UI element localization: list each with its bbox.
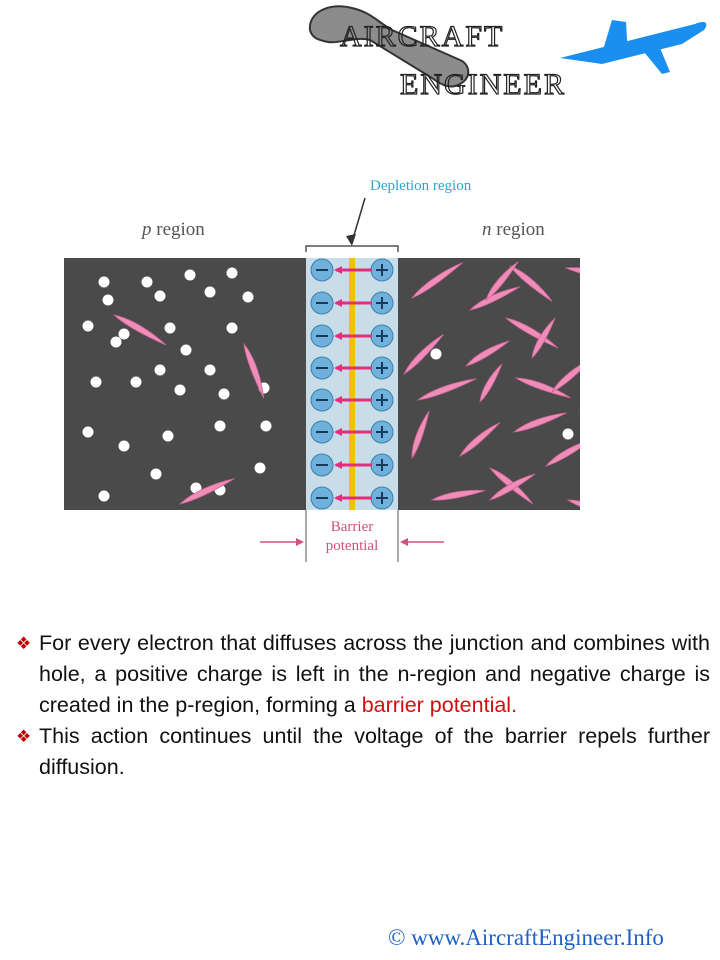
logo-line2: ENGINEER (400, 68, 566, 100)
barrier-arrowhead-right (400, 538, 408, 546)
electron-mark (410, 262, 464, 299)
electron-mark (411, 410, 430, 460)
field-arrow-head (334, 428, 342, 436)
hole-dot (164, 322, 176, 334)
field-arrow-head (334, 396, 342, 404)
hole-dot (226, 322, 238, 334)
bullet-text: For every electron that diffuses across … (39, 631, 710, 717)
hole-dot (154, 364, 166, 376)
hole-dot (98, 276, 110, 288)
electron-mark (178, 478, 235, 505)
electron-mark (243, 342, 265, 399)
depletion-pointer-head (346, 234, 356, 246)
junction-line (349, 258, 355, 510)
electron-mark (514, 377, 571, 399)
hole-dot (174, 384, 186, 396)
bullet-diamond-icon: ❖ (16, 634, 32, 653)
hole-dot (204, 364, 216, 376)
hole-dot (184, 269, 196, 281)
electron-mark (403, 334, 444, 376)
bullet-tail: . (511, 693, 518, 717)
hole-dot (242, 291, 254, 303)
hole-dot (130, 376, 142, 388)
electron-mark (459, 422, 501, 457)
bullet-text: This action continues until the voltage … (39, 724, 710, 779)
field-arrow-head (334, 332, 342, 340)
barrier-arrowhead-left (296, 538, 304, 546)
electron-mark (416, 378, 477, 401)
hole-dot (90, 376, 102, 388)
electron-mark (479, 363, 503, 404)
hole-dot (430, 348, 442, 360)
field-arrow-head (334, 364, 342, 372)
hole-dot (98, 490, 110, 502)
hole-dot (154, 290, 166, 302)
hole-dot (118, 440, 130, 452)
hole-dot (110, 336, 122, 348)
n-letter: n (482, 219, 492, 240)
hole-dot (150, 468, 162, 480)
hole-dot (260, 420, 272, 432)
p-region-label: p region (142, 219, 205, 241)
hole-dot (218, 388, 230, 400)
electron-mark (508, 265, 553, 302)
electron-mark (468, 286, 521, 311)
field-arrow-head (334, 299, 342, 307)
pn-junction-graphic (64, 197, 580, 562)
aircraft-engineer-logo: AIRCRAFT ENGINEER (308, 5, 707, 100)
electron-mark (464, 340, 510, 367)
n-region-word: region (491, 219, 545, 240)
hole-dot (562, 428, 574, 440)
field-arrow-head (334, 266, 342, 274)
hole-dot (214, 420, 226, 432)
bullet-highlight: barrier potential (361, 693, 512, 717)
hole-dot (180, 344, 192, 356)
hole-dot (82, 320, 94, 332)
electron-mark (112, 314, 167, 346)
n-region-label: n region (482, 219, 545, 241)
depletion-bracket (305, 245, 399, 252)
depletion-region-label: Depletion region (370, 178, 472, 194)
explanation-bullets: ❖ For every electron that diffuses across… (16, 628, 710, 783)
barrier-potential-label: Barrier potential (325, 519, 379, 554)
field-arrow-head (334, 494, 342, 502)
hole-dot (82, 426, 94, 438)
electron-mark (531, 317, 556, 360)
electron-mark (544, 438, 580, 467)
electron-mark (551, 358, 580, 393)
hole-dot (226, 267, 238, 279)
hole-dot (141, 276, 153, 288)
electron-mark (430, 489, 486, 501)
airplane-icon (560, 20, 707, 74)
p-letter: p (142, 219, 152, 240)
hole-dot (102, 294, 114, 306)
hole-dot (118, 328, 130, 340)
wrench-icon (308, 5, 470, 88)
electron-mark (488, 473, 536, 501)
p-region-word: region (151, 219, 205, 240)
bullet-diamond-icon: ❖ (16, 727, 32, 746)
bullet-item: ❖ This action continues until the voltage… (16, 721, 710, 783)
footer-copyright: © www.AircraftEngineer.Info (388, 925, 664, 950)
hole-dot (204, 286, 216, 298)
hole-dot (254, 462, 266, 474)
hole-dot (162, 430, 174, 442)
field-arrow-head (334, 461, 342, 469)
bullet-item: ❖ For every electron that diffuses across… (16, 628, 710, 721)
electron-mark (485, 261, 519, 302)
electron-mark (512, 412, 567, 433)
logo-line1: AIRCRAFT (340, 20, 504, 53)
pn-junction-diagram: Depletion region p region n region Barri… (20, 170, 580, 570)
